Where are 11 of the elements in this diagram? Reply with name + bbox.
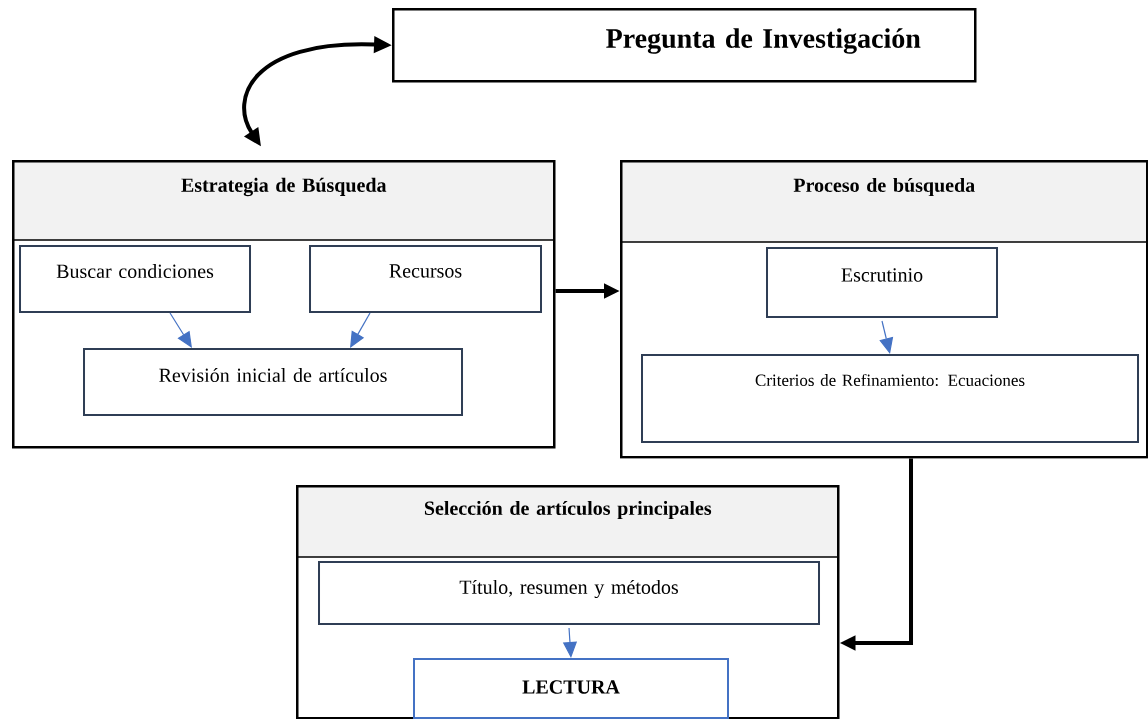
- arrow: [169, 312, 192, 348]
- process-box: Criterios de Refinamiento: Ecuaciones: [641, 354, 1139, 443]
- arrow: [879, 320, 894, 354]
- process-box: LECTURA: [413, 658, 729, 719]
- arrow: [350, 312, 371, 348]
- process-box: Buscar condiciones: [19, 245, 251, 313]
- process-box: Título, resumen y métodos: [318, 561, 820, 625]
- process-box: Escrutinio: [766, 247, 998, 318]
- process-box: Recursos: [309, 245, 542, 313]
- process-box: Revisión inicial de artículos: [83, 348, 463, 416]
- question-box: Pregunta de Investigación: [392, 8, 977, 83]
